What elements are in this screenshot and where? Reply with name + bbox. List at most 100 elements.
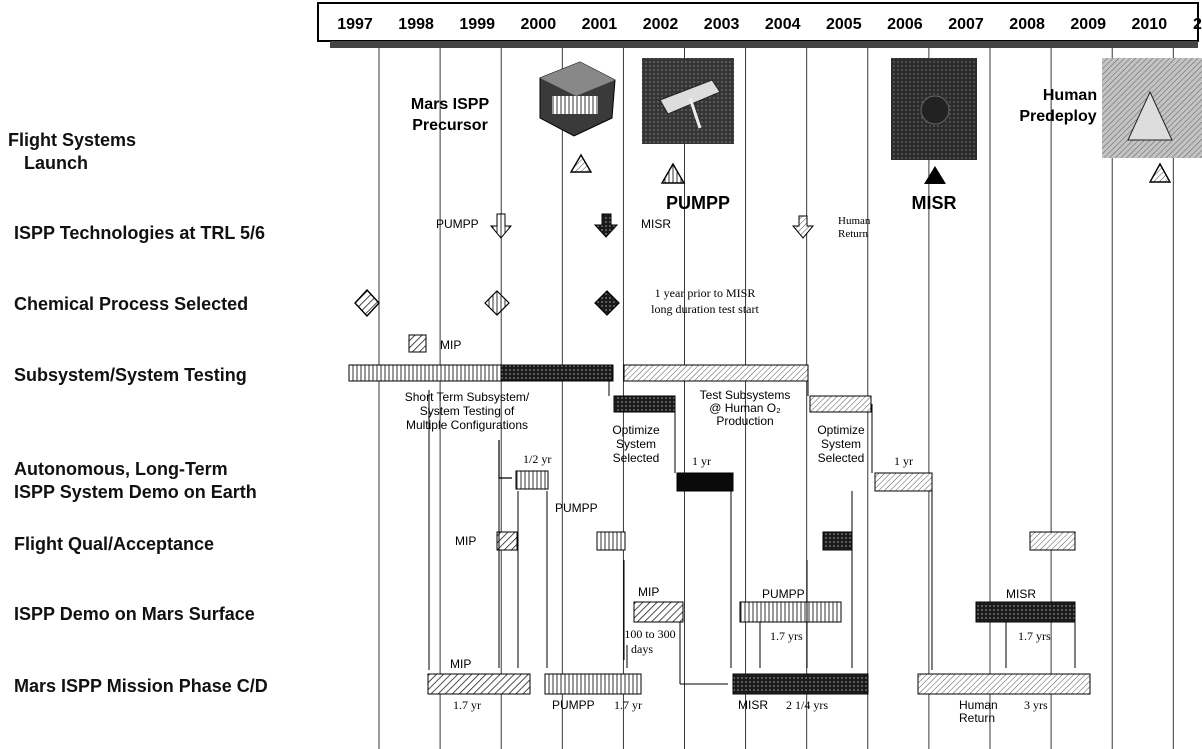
mission-pumpp-bar — [544, 673, 642, 695]
mission-human-label-2: Return — [959, 711, 995, 725]
pumpp-spacecraft-image — [642, 58, 734, 144]
year-label: 2001 — [582, 16, 618, 33]
year-label: 2000 — [521, 16, 557, 33]
row-label-flight-qual: Flight Qual/Acceptance — [14, 534, 214, 554]
precursor-label-1: Mars ISPP — [411, 96, 490, 113]
mission-misr-label: MISR — [738, 698, 768, 712]
year-label: 1999 — [459, 16, 495, 33]
subsystem-row: MIP Short Term Subsystem/ System Testing… — [348, 334, 872, 465]
tech-human-return-label-1: Human — [838, 215, 871, 227]
year-label: 2011 — [1193, 16, 1202, 33]
dependency-arrows — [428, 381, 1076, 685]
mission-mip-bar — [427, 673, 531, 695]
test-subsystems-line-1: Test Subsystems — [700, 388, 791, 402]
row-label-autonomous-1: Autonomous, Long-Term — [14, 459, 228, 479]
demo-pumpp-bar — [739, 601, 842, 623]
mission-human-bar — [917, 673, 1091, 695]
mission-human-label-1: Human — [959, 698, 998, 712]
optimize-bar-1 — [613, 395, 676, 413]
human-predeploy-image — [1102, 58, 1202, 158]
year-label: 2002 — [643, 16, 679, 33]
optimize-1-line-2: System — [616, 437, 656, 451]
short-term-testing-bar-light — [348, 364, 502, 382]
year-label: 2008 — [1009, 16, 1045, 33]
optimize-2-line-1: Optimize — [817, 423, 865, 437]
demo-misr-bar — [975, 601, 1076, 623]
misr-mission-label: MISR — [912, 193, 957, 213]
row-label-mission: Mars ISPP Mission Phase C/D — [14, 676, 268, 696]
optimize-2-line-2: System — [821, 437, 861, 451]
human-launch-triangle — [1148, 162, 1172, 183]
fq-pumpp-bar — [596, 531, 626, 551]
row-label-autonomous-2: ISPP System Demo on Earth — [14, 482, 257, 502]
misr-launch-triangle — [924, 166, 946, 184]
chemical-row: 1 year prior to MISR long duration test … — [354, 286, 759, 318]
one-yr-label-a: 1 yr — [692, 454, 711, 468]
year-label: 2004 — [765, 16, 801, 33]
autonomous-row: 1/2 yr 1 yr 1 yr PUMPP — [498, 440, 933, 515]
row-label-subsystem: Subsystem/System Testing — [14, 365, 247, 385]
row-label-launch: Launch — [24, 153, 88, 173]
tech-pumpp-arrow — [489, 213, 513, 239]
tech-pumpp-label: PUMPP — [436, 217, 479, 231]
short-term-testing-bar-dark — [500, 364, 614, 382]
fq-misr-bar — [822, 531, 853, 551]
technologies-row: PUMPP MISR Human Return — [436, 213, 871, 240]
row-labels: Flight Systems Launch ISPP Technologies … — [8, 130, 268, 696]
mission-row: MIP 1.7 yr PUMPP 1.7 yr MISR 2 1/4 yrs H… — [427, 657, 1091, 725]
precursor-label-2: Precursor — [412, 117, 488, 134]
mip-legend-box — [408, 334, 427, 353]
mission-human-duration: 3 yrs — [1024, 698, 1048, 712]
half-yr-bar — [515, 470, 549, 490]
optimize-bar-2 — [809, 395, 872, 413]
chem-note-line-2: long duration test start — [651, 302, 759, 316]
pumpp-auto-label: PUMPP — [555, 501, 598, 515]
mip-legend-label: MIP — [440, 338, 461, 352]
mission-misr-bar — [732, 673, 869, 695]
optimize-1-line-1: Optimize — [612, 423, 660, 437]
test-subsystems-line-3: Production — [716, 414, 773, 428]
demo-pumpp-label: PUMPP — [762, 587, 805, 601]
optimize-2-line-3: Selected — [818, 451, 865, 465]
fq-mip-bar — [496, 531, 518, 551]
test-subsystems-bar — [623, 364, 809, 382]
one-yr-label-b: 1 yr — [894, 454, 913, 468]
half-yr-label: 1/2 yr — [523, 452, 551, 466]
mars-demo-row: MIP PUMPP MISR 100 to 300 days 1.7 yrs 1… — [624, 585, 1076, 656]
days-label-1: 100 to 300 — [624, 627, 675, 641]
demo-misr-label: MISR — [1006, 587, 1036, 601]
mission-mip-label: MIP — [450, 657, 471, 671]
row-label-chemical: Chemical Process Selected — [14, 294, 248, 314]
optimize-1-line-3: Selected — [613, 451, 660, 465]
pumpp-mission-label: PUMPP — [666, 193, 730, 213]
mission-pumpp-duration: 1.7 yr — [614, 698, 642, 712]
year-label: 1997 — [337, 16, 373, 33]
short-term-line-1: Short Term Subsystem/ — [405, 390, 530, 404]
chem-diamond-1999 — [484, 290, 510, 316]
pumpp-duration-label: 1.7 yrs — [770, 629, 803, 643]
year-label: 2007 — [948, 16, 984, 33]
fq-mip-label: MIP — [455, 534, 476, 548]
days-label-2: days — [631, 642, 653, 656]
mission-pumpp-label: PUMPP — [552, 698, 595, 712]
precursor-launch-triangle — [569, 153, 593, 173]
short-term-line-3: Multiple Configurations — [406, 418, 528, 432]
human-predeploy-label-1: Human — [1043, 87, 1097, 104]
flight-qual-row: MIP — [455, 531, 1076, 551]
chem-note-line-1: 1 year prior to MISR — [655, 286, 756, 300]
short-term-line-2: System Testing of — [420, 404, 515, 418]
year-label: 2005 — [826, 16, 862, 33]
demo-mip-bar — [633, 601, 684, 623]
year-label: 2009 — [1070, 16, 1106, 33]
tech-human-return-label-2: Return — [838, 228, 868, 240]
year-label: 2003 — [704, 16, 740, 33]
tech-misr-label: MISR — [641, 217, 671, 231]
one-yr-bar-b — [874, 472, 933, 492]
mission-mip-duration: 1.7 yr — [453, 698, 481, 712]
demo-mip-label: MIP — [638, 585, 659, 599]
tech-human-return-arrow — [791, 215, 815, 239]
tech-misr-arrow — [593, 213, 619, 238]
flight-systems-row: Mars ISPP Precursor Human Predeploy — [411, 58, 1202, 213]
mission-misr-duration: 2 1/4 yrs — [786, 698, 828, 712]
